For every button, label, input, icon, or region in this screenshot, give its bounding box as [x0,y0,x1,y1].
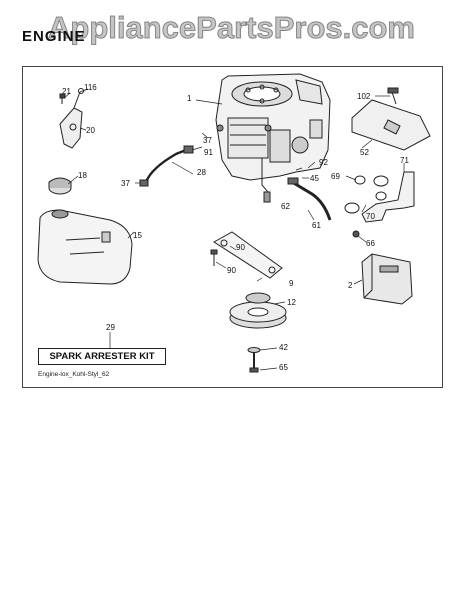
callout-15: 15 [133,231,142,240]
fuel-cap [48,177,72,195]
fuel-line [139,145,194,187]
page-title: ENGINE [22,28,86,45]
callout-61: 61 [312,221,321,230]
leader-lines [63,88,405,371]
heat-shield [351,87,431,151]
pulley-bolt [247,347,261,373]
callout-2: 2 [348,281,353,290]
engine-pulley [229,292,287,329]
diagram-code: Engine-lox_Kohl-Styl_62 [38,371,110,378]
engine-illustration [215,73,331,203]
muffler [361,253,413,305]
callout-1: 1 [187,94,192,103]
callout-21: 21 [62,87,71,96]
watermark-logo: AppliancePartsPros.com [48,10,416,46]
spark-arrester-kit-label: SPARK ARRESTER KIT [38,348,166,365]
callout-65: 65 [279,363,288,372]
callout-numbers: 1 2 9 12 15 18 20 21 28 29 37 37 42 45 5… [62,83,409,372]
callout-71: 71 [400,156,409,165]
callout-45: 45 [310,174,319,183]
fuel-tank [37,209,133,285]
callout-102: 102 [357,92,371,101]
belt-guide-bracket [210,231,283,279]
exhaust-pipe [287,177,332,221]
callout-37-right: 37 [203,136,212,145]
callout-12: 12 [287,298,296,307]
callout-92: 92 [319,158,328,167]
callout-70: 70 [366,212,375,221]
callout-116: 116 [84,83,97,92]
callout-66: 66 [366,239,375,248]
callout-9: 9 [289,279,294,288]
throttle-bracket [59,88,84,149]
muffler-bracket [344,171,415,238]
callout-20: 20 [86,126,95,135]
callout-52: 52 [360,148,369,157]
callout-90-lower: 90 [227,266,236,275]
callout-28: 28 [197,168,206,177]
diagram-frame [22,66,443,388]
callout-91: 91 [204,148,213,157]
callout-42: 42 [279,343,288,352]
callout-29: 29 [106,323,115,332]
callout-62: 62 [281,202,290,211]
callout-37-left: 37 [121,179,130,188]
callout-18: 18 [78,171,87,180]
callout-69: 69 [331,172,340,181]
callout-90-upper: 90 [236,243,245,252]
